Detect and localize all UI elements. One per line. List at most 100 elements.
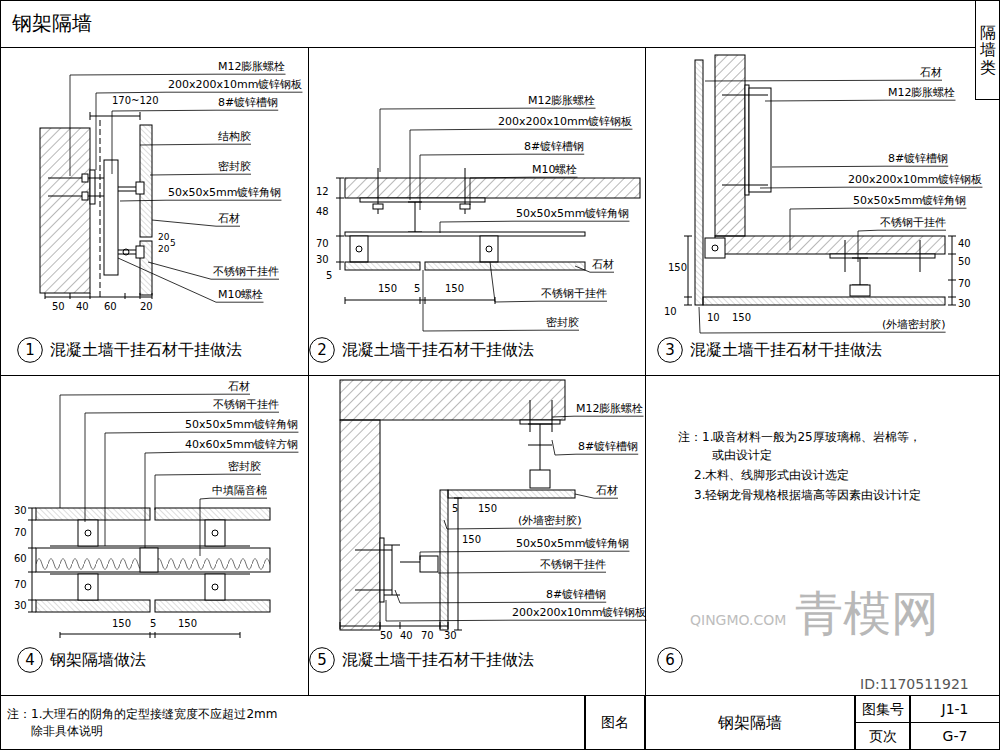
cell-text: 图名	[601, 714, 629, 731]
dimension-text: 30	[14, 600, 27, 612]
dimension-text: 150	[445, 283, 464, 295]
detail-caption: 混凝土墙干挂石材干挂做法	[342, 341, 534, 359]
leader-line	[765, 100, 956, 102]
detail-2-drawing	[425, 262, 585, 270]
detail-1-drawing	[82, 174, 88, 182]
title-block-cell: 图名	[585, 695, 645, 750]
detail-1-drawing	[100, 120, 101, 298]
detail-1-drawing	[45, 293, 152, 299]
detail-number-circle: 2混凝土墙干挂石材干挂做法	[309, 337, 335, 363]
detail-5-drawing	[448, 490, 575, 498]
dimension-text: 170~120	[112, 95, 159, 107]
detail-number-circle: 3混凝土墙干挂石材干挂做法	[657, 337, 683, 363]
detail-4-drawing	[36, 508, 150, 520]
detail-2-drawing	[373, 204, 383, 209]
part-label: 50x50x5mm镀锌角钢	[516, 537, 629, 550]
leader-line	[420, 154, 584, 210]
detail-5-drawing	[420, 556, 438, 572]
detail-1-drawing	[90, 170, 95, 204]
detail-caption: 钢架隔墙做法	[50, 651, 146, 669]
leader-line	[699, 307, 946, 333]
leader-line	[423, 270, 579, 331]
callout-number: 5	[309, 647, 335, 673]
detail-2-drawing	[460, 204, 470, 209]
detail-2-drawing	[350, 236, 368, 262]
detail-3-drawing	[745, 85, 749, 195]
circle-outline	[310, 648, 335, 673]
detail-5-drawing	[355, 550, 392, 551]
leader-line	[858, 230, 946, 262]
callout-number: 4	[17, 647, 43, 673]
detail-3-drawing	[845, 240, 846, 272]
detail-number-circle: 4钢架隔墙做法	[17, 647, 43, 673]
detail-2-drawing	[486, 246, 492, 252]
detail-2-drawing	[345, 178, 640, 198]
dimension-text: 5	[326, 270, 332, 282]
detail-caption: 混凝土墙干挂石材干挂做法	[50, 341, 242, 359]
detail-1-drawing	[82, 192, 88, 200]
sheet-frame	[308, 47, 309, 695]
part-label: 50x50x5mm镀锌角钢	[185, 418, 298, 431]
detail-5-drawing	[355, 590, 392, 591]
dimension-text: 150	[378, 283, 397, 295]
detail-5-drawing	[530, 400, 531, 432]
part-label: 石材	[596, 484, 618, 497]
detail-1-drawing	[123, 249, 129, 255]
title-block-cell: 注：1.大理石的阴角的定型接缝宽度不应超过2mm 除非具体说明	[0, 695, 585, 750]
dimension-text: 150	[668, 262, 687, 274]
detail-4-drawing	[28, 508, 270, 638]
dimension-text: 50	[958, 256, 971, 268]
title-block-cell: 钢架隔墙	[645, 695, 855, 750]
detail-2-drawing	[345, 297, 495, 304]
cell-text: G-7	[943, 728, 968, 745]
detail-5-drawing	[400, 562, 420, 563]
detail-3-drawing	[920, 240, 921, 272]
detail-1-drawing	[136, 182, 144, 194]
detail-1-drawing	[48, 178, 104, 179]
detail-5-drawing	[454, 498, 462, 630]
part-label: 50x50x5mm镀锌角钢	[516, 207, 629, 220]
detail-4-drawing	[212, 584, 218, 590]
part-label: M12膨胀螺栓	[218, 60, 286, 73]
detail-4-drawing	[36, 548, 270, 572]
detail-4-drawing	[85, 584, 91, 590]
title-block-cell: 图集号	[855, 695, 910, 723]
detail-4-drawing	[140, 548, 158, 572]
part-label: 200x200x10mm镀锌钢板	[498, 115, 632, 128]
dimension-text: 20	[140, 301, 153, 313]
detail-4-drawing	[155, 508, 270, 520]
circle-outline	[18, 338, 43, 363]
cell-text: 页次	[869, 728, 897, 745]
detail-2-drawing	[336, 168, 640, 304]
detail-2-drawing	[480, 236, 498, 262]
detail-2-drawing	[360, 198, 485, 202]
leader-line	[772, 166, 948, 168]
detail-3-drawing	[715, 55, 745, 236]
part-label: 8#镀锌槽钢	[524, 140, 584, 153]
title-block-cell: G-7	[910, 722, 1000, 750]
dimension-text: 70	[14, 579, 27, 591]
detail-3-drawing	[852, 258, 868, 285]
detail-3-drawing	[715, 236, 945, 254]
leader-line	[118, 258, 264, 302]
detail-4-drawing	[28, 508, 36, 612]
detail-3-drawing	[705, 238, 725, 258]
detail-5-drawing	[440, 490, 448, 630]
detail-caption: 混凝土墙干挂石材干挂做法	[342, 651, 534, 669]
part-label: 不锈钢干挂件	[880, 216, 946, 229]
part-label: 不锈钢干挂件	[540, 558, 606, 571]
leader-line	[96, 92, 302, 170]
circle-outline	[18, 648, 43, 673]
part-label: M12膨胀螺栓	[888, 86, 956, 99]
title-block-cell: J1-1	[910, 695, 1000, 723]
category-label: 隔墙类	[980, 24, 996, 77]
dimension-text: 30	[316, 254, 329, 266]
note-text: 或由设计定	[712, 448, 772, 462]
dimension-text: 5	[150, 618, 156, 630]
part-label: 石材	[592, 258, 614, 271]
part-label: 不锈钢干挂件	[213, 265, 279, 278]
part-label: M12膨胀螺栓	[576, 402, 644, 415]
